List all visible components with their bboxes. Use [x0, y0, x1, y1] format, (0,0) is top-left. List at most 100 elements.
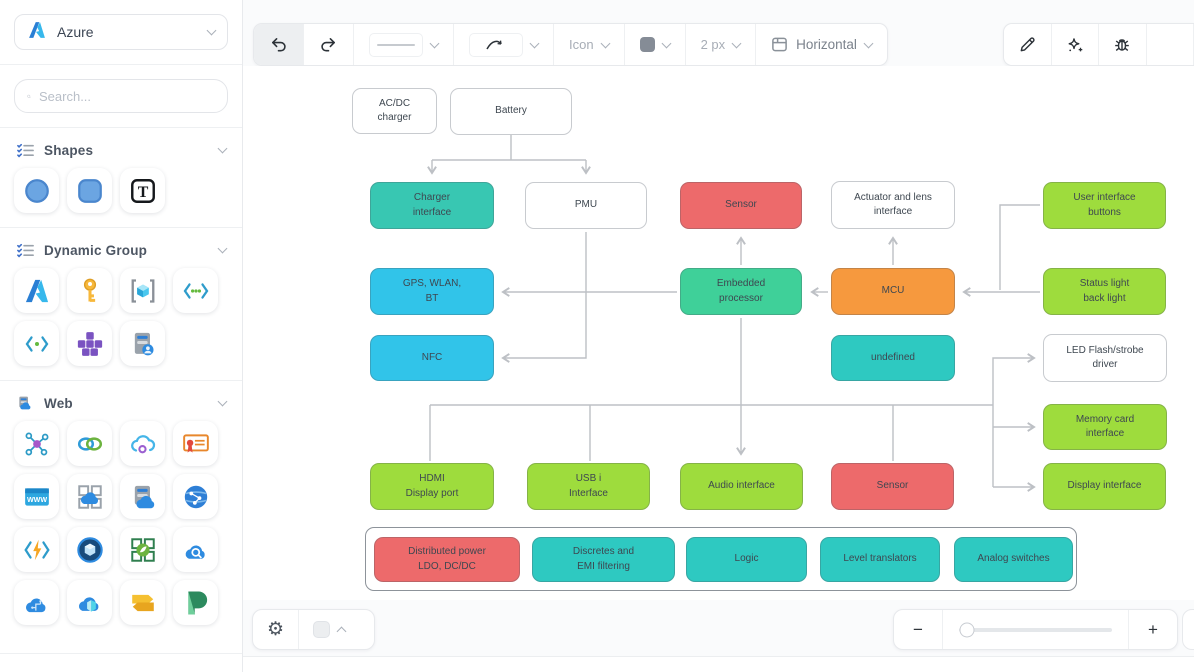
- library-select-dropdown[interactable]: Azure: [14, 14, 228, 50]
- search-input[interactable]: [39, 88, 215, 104]
- diagram-node-user-buttons[interactable]: User interface buttons: [1043, 182, 1166, 229]
- section-title: Dynamic Group: [44, 242, 148, 258]
- diagram-node-embedded-processor[interactable]: Embedded processor: [680, 268, 802, 315]
- shape-tile-sphere-cube[interactable]: [67, 527, 112, 572]
- shape-tile-text[interactable]: T: [120, 168, 165, 213]
- group-container-box[interactable]: [365, 527, 1077, 591]
- ai-sparkle-button[interactable]: [1051, 24, 1099, 65]
- diagram-node-status-light[interactable]: Status light back light: [1043, 268, 1166, 315]
- diagram-node-gps-wlan-bt[interactable]: GPS, WLAN, BT: [370, 268, 494, 315]
- diagram-node-led-flash-driver[interactable]: LED Flash/strobe driver: [1043, 334, 1167, 382]
- shape-tile-www-browser[interactable]: WWW: [14, 474, 59, 519]
- shape-tile-globe-network[interactable]: [173, 474, 218, 519]
- shape-tile-chain-links[interactable]: [67, 421, 112, 466]
- chevron-up-icon: [336, 626, 347, 637]
- shape-tile-rounded-square[interactable]: [67, 168, 112, 213]
- chevron-down-icon: [217, 396, 228, 407]
- diagram-node-pmu[interactable]: PMU: [525, 182, 647, 229]
- divider: [0, 64, 242, 65]
- layout-icon: [772, 37, 788, 52]
- shape-tile-certificate[interactable]: [173, 421, 218, 466]
- section-header-dynamic-group[interactable]: Dynamic Group: [14, 238, 228, 268]
- redo-button[interactable]: [304, 24, 354, 65]
- color-dropdown[interactable]: [625, 24, 686, 65]
- diagram-node-sensor-top[interactable]: Sensor: [680, 182, 802, 229]
- diagram-node-display-interface[interactable]: Display interface: [1043, 463, 1166, 510]
- shape-tile-code-dots[interactable]: [173, 268, 218, 313]
- diagram-node-usb-interface[interactable]: USB i Interface: [527, 463, 650, 510]
- settings-button[interactable]: ⚙: [253, 610, 300, 649]
- shape-tile-molecule[interactable]: [14, 421, 59, 466]
- chevron-down-icon: [429, 38, 440, 48]
- shape-tile-spring-grid[interactable]: [120, 527, 165, 572]
- sidebar-section-dynamic-group: Dynamic Group: [0, 228, 242, 380]
- shape-tile-azure-logo[interactable]: [14, 268, 59, 313]
- debug-bug-button[interactable]: [1099, 24, 1147, 65]
- shape-tile-code-bolt[interactable]: [14, 527, 59, 572]
- svg-text:WWW: WWW: [26, 496, 46, 504]
- connector-style-dropdown[interactable]: [454, 24, 554, 65]
- shape-tile-server-user[interactable]: [120, 321, 165, 366]
- diagram-node-acdc-charger[interactable]: AC/DC charger: [352, 88, 437, 134]
- edit-pencil-button[interactable]: [1004, 24, 1052, 65]
- section-header-web[interactable]: Web: [14, 391, 228, 421]
- diagram-node-audio-interface[interactable]: Audio interface: [680, 463, 803, 510]
- shape-tile-chat-arrows[interactable]: [120, 580, 165, 625]
- chevron-down-icon: [600, 38, 611, 48]
- shape-tile-cube-brackets[interactable]: [120, 268, 165, 313]
- shape-tile-server-cloud[interactable]: [120, 474, 165, 519]
- stroke-width-dropdown[interactable]: 2 px: [686, 24, 757, 65]
- divider: [0, 227, 242, 228]
- shape-tile-cloud-prism[interactable]: [67, 580, 112, 625]
- icon-dropdown[interactable]: Icon: [554, 24, 625, 65]
- diagram-node-level-translators[interactable]: Level translators: [820, 537, 940, 582]
- chevron-down-icon: [863, 38, 874, 48]
- diagram-node-actuator-lens[interactable]: Actuator and lens interface: [831, 181, 955, 229]
- shape-tile-cloud-search[interactable]: [173, 527, 218, 572]
- diagram-node-analog-switches[interactable]: Analog switches: [954, 537, 1073, 582]
- zoom-out-button[interactable]: −: [913, 619, 923, 639]
- overflow-partial-button[interactable]: [1182, 609, 1194, 650]
- zoom-slider[interactable]: [942, 610, 1129, 649]
- section-title: Shapes: [44, 142, 94, 158]
- diagram-node-mcu[interactable]: MCU: [831, 268, 955, 315]
- search-box[interactable]: [14, 79, 228, 113]
- diagram-node-undefined-node[interactable]: undefined: [831, 335, 955, 381]
- shape-tile-power-p[interactable]: [173, 580, 218, 625]
- bottom-edge-strip: [243, 656, 1194, 672]
- shape-tile-circle[interactable]: [14, 168, 59, 213]
- diagram-node-nfc[interactable]: NFC: [370, 335, 494, 381]
- diagram-node-memory-card[interactable]: Memory card interface: [1043, 404, 1167, 450]
- svg-text:T: T: [137, 184, 148, 201]
- background-color-picker[interactable]: [299, 610, 359, 649]
- shape-tile-batch-nodes[interactable]: [67, 321, 112, 366]
- shape-tile-code-dot[interactable]: [14, 321, 59, 366]
- zoom-in-button[interactable]: +: [1148, 619, 1158, 639]
- layout-direction-dropdown[interactable]: Horizontal: [756, 24, 887, 65]
- diagram-canvas[interactable]: [243, 66, 1194, 600]
- zoom-slider-track[interactable]: [959, 622, 1112, 637]
- chevron-down-icon: [661, 38, 672, 48]
- diagram-node-sensor-bottom[interactable]: Sensor: [831, 463, 954, 510]
- diagram-node-distributed-power[interactable]: Distributed power LDO, DC/DC: [374, 537, 520, 582]
- divider: [0, 380, 242, 381]
- tile-grid-web: WWW: [14, 421, 228, 625]
- diagram-node-hdmi-display-port[interactable]: HDMI Display port: [370, 463, 494, 510]
- diagram-node-discretes-emi[interactable]: Discretes and EMI filtering: [532, 537, 675, 582]
- line-style-dropdown[interactable]: [354, 24, 454, 65]
- shape-tile-key[interactable]: [67, 268, 112, 313]
- section-header-shapes[interactable]: Shapes: [14, 138, 228, 168]
- overflow-partial-button[interactable]: [1146, 24, 1194, 65]
- undo-button[interactable]: [254, 24, 304, 65]
- shape-tile-cloud-circuit[interactable]: [14, 580, 59, 625]
- diagram-node-charger-interface[interactable]: Charger interface: [370, 182, 494, 229]
- shape-tile-grid-cloud[interactable]: [67, 474, 112, 519]
- diagram-node-logic[interactable]: Logic: [686, 537, 807, 582]
- shape-tile-cloud-swirl[interactable]: [120, 421, 165, 466]
- chevron-down-icon: [206, 25, 217, 36]
- zoom-slider-knob[interactable]: [959, 622, 975, 637]
- section-title: Web: [44, 395, 73, 411]
- diagram-node-battery[interactable]: Battery: [450, 88, 572, 135]
